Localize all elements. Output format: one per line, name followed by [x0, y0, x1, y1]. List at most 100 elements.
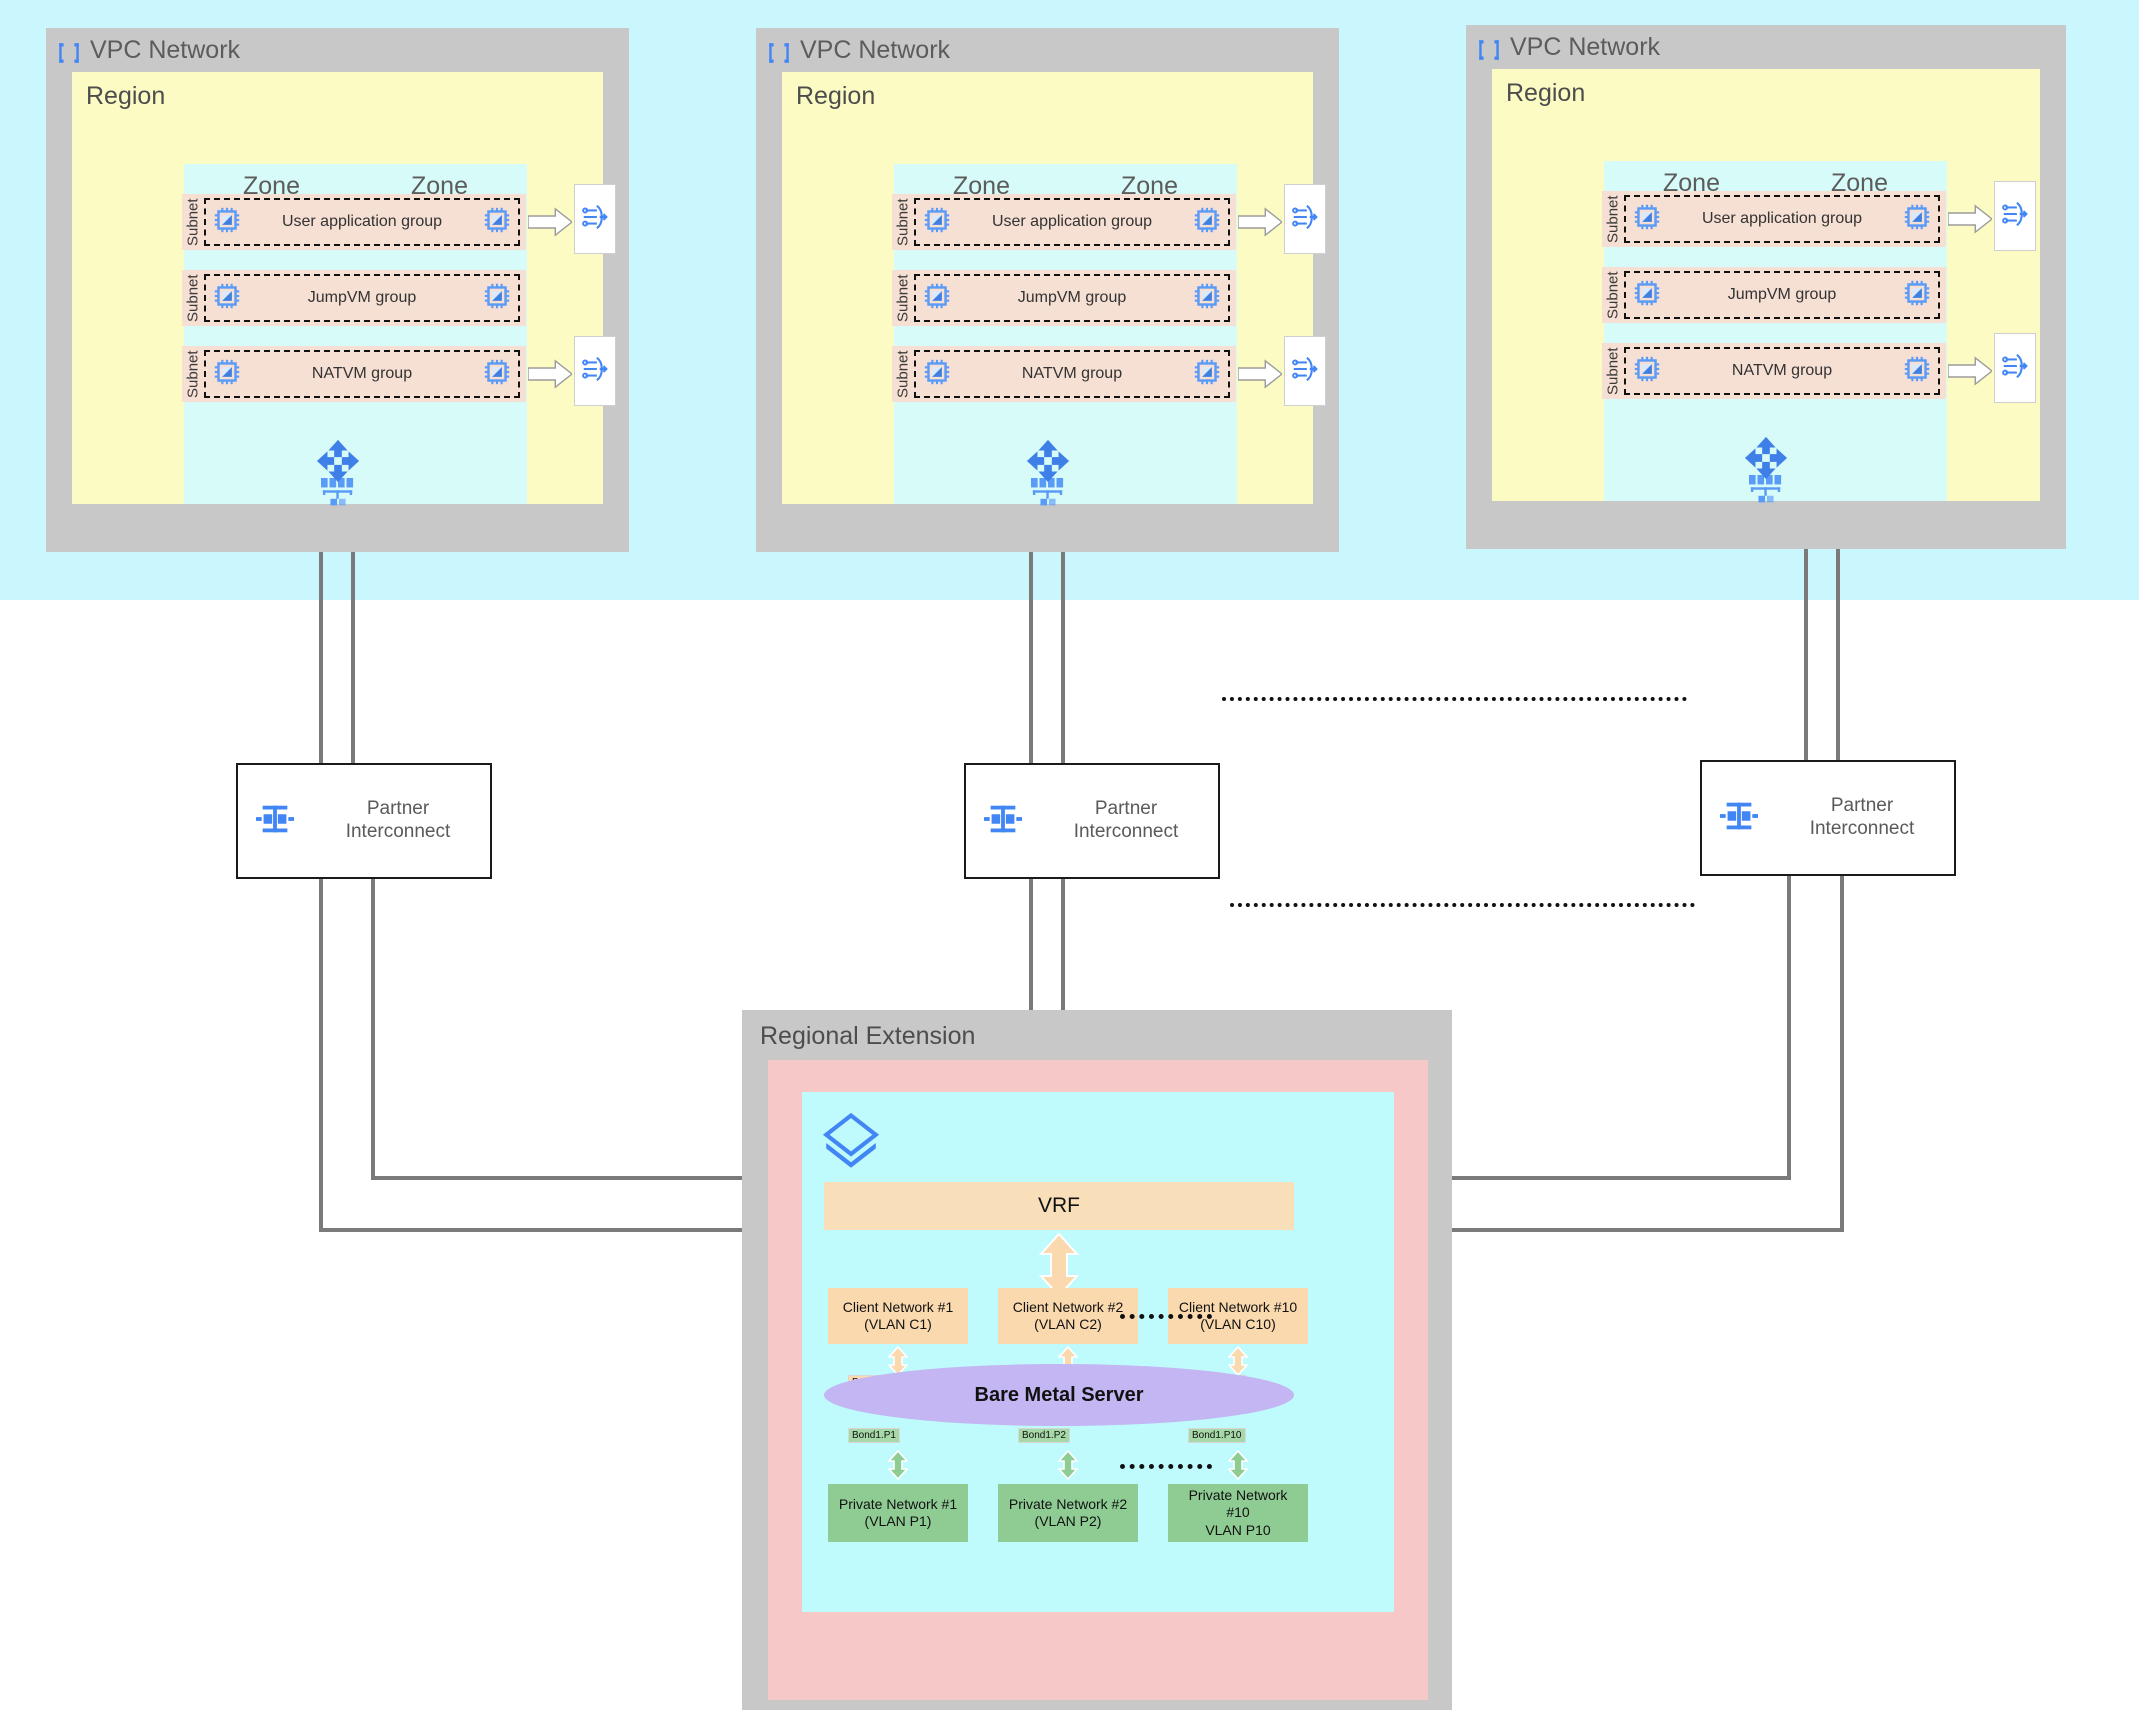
instance-group-2[interactable]: JumpVM group — [1624, 271, 1940, 319]
instance-group-2[interactable]: JumpVM group — [914, 274, 1230, 322]
private-network-arrow — [1227, 1449, 1249, 1485]
client-network-name: Client Network #1 — [842, 1298, 954, 1315]
client-network-1[interactable]: Client Network #1(VLAN C1) — [828, 1288, 968, 1344]
vm-chip-icon — [1194, 359, 1220, 390]
regional-extension-inner-cyan: VRF Client Network #1(VLAN C1) Client Ne… — [802, 1092, 1394, 1612]
instance-group-1[interactable]: User application group — [1624, 195, 1940, 243]
subnet-label: Subnet — [184, 350, 202, 398]
vm-chip-icon — [1904, 204, 1930, 235]
regional-extension-title: Regional Extension — [760, 1022, 976, 1050]
interconnect-to-vrf-line — [319, 879, 323, 1228]
instance-group-label: JumpVM group — [1017, 289, 1127, 306]
cloud-router-icon[interactable] — [315, 438, 361, 489]
vm-chip-icon — [484, 283, 510, 314]
cloud-router-icon[interactable] — [1025, 438, 1071, 489]
egress-arrow — [527, 359, 574, 394]
interconnect-to-vrf-line — [319, 1228, 824, 1232]
vm-chip-icon — [484, 359, 510, 390]
interconnect-to-vrf-line — [371, 1176, 824, 1180]
interconnect-to-vrf-line — [1294, 1228, 1844, 1232]
cloud-nat-gateway-3[interactable] — [574, 336, 616, 406]
vpc-network-icon — [56, 40, 82, 71]
cloud-nat-icon — [2000, 199, 2030, 234]
region-title: Region — [86, 82, 166, 110]
instance-group-1[interactable]: User application group — [914, 198, 1230, 246]
private-network-vlan: (VLAN P2) — [1034, 1513, 1102, 1529]
instance-group-label: User application group — [1701, 210, 1863, 227]
client-network-3[interactable]: Client Network #10(VLAN C10) — [1168, 1288, 1308, 1344]
instance-group-3[interactable]: NATVM group — [914, 350, 1230, 398]
continuation-dots-bottom — [1230, 903, 1695, 907]
vm-chip-icon — [214, 283, 240, 314]
instance-group-label: User application group — [991, 213, 1153, 230]
instance-group-label: NATVM group — [1731, 362, 1833, 379]
subnet-box-1: Subnet User application group — [1602, 191, 1946, 247]
subnet-box-2: Subnet JumpVM group — [182, 270, 526, 326]
subnet-tree-icon — [1747, 475, 1785, 514]
cloud-nat-gateway-1[interactable] — [574, 184, 616, 254]
subnet-label: Subnet — [184, 198, 202, 246]
vpc-network-title: VPC Network — [800, 36, 951, 64]
instance-group-3[interactable]: NATVM group — [204, 350, 520, 398]
vm-chip-icon — [924, 283, 950, 314]
egress-arrow — [527, 207, 574, 242]
instance-group-3[interactable]: NATVM group — [1624, 347, 1940, 395]
client-network-vlan: (VLAN C10) — [1200, 1316, 1276, 1332]
egress-arrow — [1947, 356, 1994, 391]
bond1-label-3: Bond1.P10 — [1188, 1428, 1246, 1443]
subnet-label: Subnet — [184, 274, 202, 322]
subnet-box-3: Subnet NATVM group — [182, 346, 526, 402]
layers-stack-icon — [818, 1110, 884, 1181]
interconnect-to-vrf-line — [1294, 1176, 1791, 1180]
subnet-box-2: Subnet JumpVM group — [892, 270, 1236, 326]
instance-group-1[interactable]: User application group — [204, 198, 520, 246]
continuation-dots-top — [1222, 697, 1687, 701]
vrf-box[interactable]: VRF — [824, 1182, 1294, 1230]
bare-metal-server[interactable]: Bare Metal Server — [824, 1364, 1294, 1426]
cloud-nat-gateway-3[interactable] — [1994, 333, 2036, 403]
private-network-1[interactable]: Private Network #1(VLAN P1) — [828, 1484, 968, 1542]
router-to-interconnect-line — [1836, 533, 1840, 767]
regional-extension-panel: Regional Extension VRF Client Network #1… — [742, 1010, 1452, 1710]
bare-metal-server-label: Bare Metal Server — [974, 1383, 1144, 1406]
vm-chip-icon — [214, 359, 240, 390]
interconnect-to-vrf-line — [1840, 876, 1844, 1228]
vm-chip-icon — [1194, 207, 1220, 238]
client-network-2[interactable]: Client Network #2(VLAN C2) — [998, 1288, 1138, 1344]
private-network-2[interactable]: Private Network #2(VLAN P2) — [998, 1484, 1138, 1542]
cloud-nat-gateway-1[interactable] — [1284, 184, 1326, 254]
vm-chip-icon — [1634, 356, 1660, 387]
vm-chip-icon — [484, 207, 510, 238]
vm-chip-icon — [1634, 280, 1660, 311]
instance-group-label: NATVM group — [311, 365, 413, 382]
private-network-name: Private Network — [1188, 1486, 1288, 1503]
private-network-name: Private Network #1 — [838, 1495, 958, 1512]
bond1-label-1: Bond1.P1 — [848, 1428, 900, 1443]
cloud-router-icon[interactable] — [1743, 435, 1789, 486]
partner-interconnect-icon — [254, 800, 296, 843]
instance-group-label: NATVM group — [1021, 365, 1123, 382]
subnet-label: Subnet — [1604, 347, 1622, 395]
instance-group-2[interactable]: JumpVM group — [204, 274, 520, 322]
vm-chip-icon — [924, 359, 950, 390]
cloud-nat-gateway-3[interactable] — [1284, 336, 1326, 406]
subnet-label: Subnet — [894, 350, 912, 398]
cloud-nat-icon — [2000, 351, 2030, 386]
vm-chip-icon — [1904, 356, 1930, 387]
private-networks-continuation-dots — [1120, 1464, 1212, 1469]
region-title: Region — [796, 82, 876, 110]
cloud-nat-gateway-1[interactable] — [1994, 181, 2036, 251]
private-network-vlan-extra: VLAN P10 — [1205, 1521, 1271, 1538]
subnet-box-1: Subnet User application group — [182, 194, 526, 250]
subnet-tree-icon — [319, 478, 357, 517]
